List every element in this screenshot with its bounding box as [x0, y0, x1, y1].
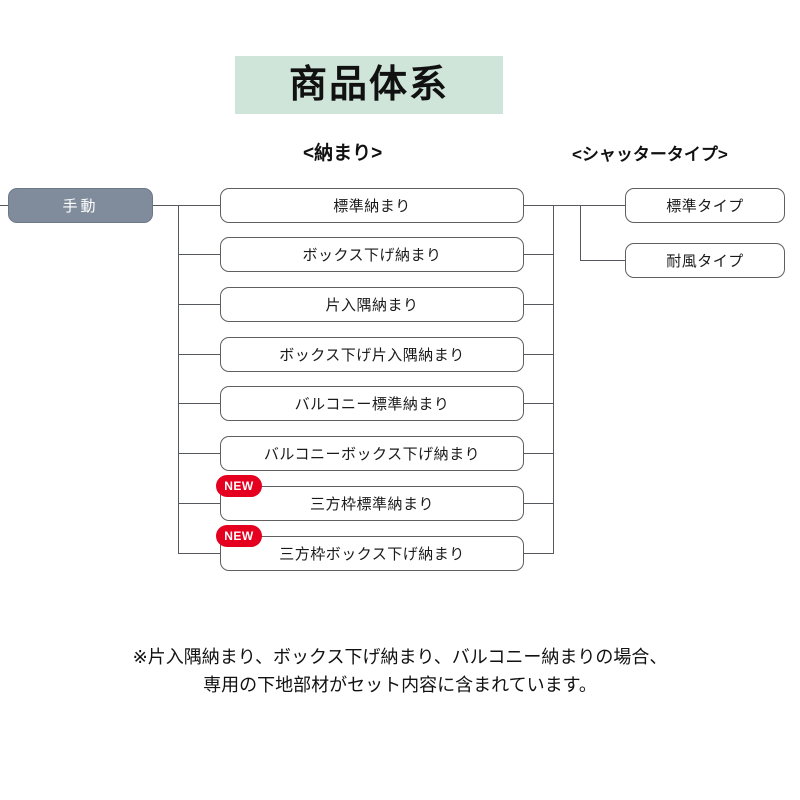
connector-shutter-trunk [580, 205, 581, 261]
node-shutter-1-label: 標準タイプ [666, 198, 744, 215]
node-osamari-1[interactable]: 標準納まり [220, 188, 524, 223]
node-osamari-6[interactable]: バルコニーボックス下げ納まり [220, 436, 524, 471]
node-osamari-8[interactable]: 三方枠ボックス下げ納まり [220, 536, 524, 571]
node-osamari-6-label: バルコニーボックス下げ納まり [263, 446, 481, 463]
connector-right-branch-1 [524, 205, 554, 206]
connector-right-branch-3 [524, 304, 554, 305]
footnote-line-1: ※片入隅納まり、ボックス下げ納まり、バルコニー納まりの場合、 [132, 647, 668, 667]
connector-right-branch-5 [524, 403, 554, 404]
node-osamari-2[interactable]: ボックス下げ納まり [220, 237, 524, 272]
connector-root-to-trunk [153, 205, 179, 206]
node-osamari-4[interactable]: ボックス下げ片入隅納まり [220, 337, 524, 372]
new-badge-osamari-8: NEW [216, 525, 262, 547]
node-osamari-7[interactable]: 三方枠標準納まり [220, 486, 524, 521]
root-node-label: 手動 [62, 198, 99, 215]
connector-left-branch-8 [178, 553, 220, 554]
node-shutter-2-label: 耐風タイプ [666, 253, 744, 270]
connector-left-branch-4 [178, 354, 220, 355]
connector-right-branch-8 [524, 553, 554, 554]
connector-left-trunk [178, 205, 179, 553]
new-badge-osamari-8-label: NEW [224, 529, 254, 543]
node-osamari-4-label: ボックス下げ片入隅納まり [279, 347, 465, 364]
node-osamari-5[interactable]: バルコニー標準納まり [220, 386, 524, 421]
node-osamari-3[interactable]: 片入隅納まり [220, 287, 524, 322]
node-osamari-5-label: バルコニー標準納まり [294, 396, 450, 413]
node-osamari-7-label: 三方枠標準納まり [309, 496, 434, 513]
root-node-manual[interactable]: 手動 [8, 188, 153, 223]
connector-shutter-branch-2 [580, 260, 625, 261]
connector-to-shutter-trunk [553, 205, 581, 206]
page-title-banner: 商品体系 [235, 56, 503, 114]
page-title: 商品体系 [288, 64, 449, 106]
node-osamari-1-label: 標準納まり [333, 198, 411, 215]
connector-left-branch-6 [178, 453, 220, 454]
connector-shutter-branch-1 [580, 205, 625, 206]
connector-right-branch-7 [524, 503, 554, 504]
new-badge-osamari-7-label: NEW [224, 479, 254, 493]
connector-right-branch-2 [524, 254, 554, 255]
connector-root-left-stub [0, 205, 8, 206]
node-osamari-8-label: 三方枠ボックス下げ納まり [279, 546, 465, 563]
connector-left-branch-5 [178, 403, 220, 404]
node-shutter-2[interactable]: 耐風タイプ [625, 243, 785, 278]
new-badge-osamari-7: NEW [216, 475, 262, 497]
connector-right-branch-6 [524, 453, 554, 454]
connector-left-branch-2 [178, 254, 220, 255]
connector-right-trunk [553, 205, 554, 553]
column-header-osamari: <納まり> [303, 143, 383, 164]
column-header-shutter: <シャッタータイプ> [572, 145, 728, 164]
connector-left-branch-7 [178, 503, 220, 504]
connector-left-branch-1 [178, 205, 220, 206]
connector-right-branch-4 [524, 354, 554, 355]
node-osamari-3-label: 片入隅納まり [325, 297, 419, 314]
node-osamari-2-label: ボックス下げ納まり [302, 247, 442, 264]
footnote-line-2: 専用の下地部材がセット内容に含まれています。 [203, 674, 597, 695]
node-shutter-1[interactable]: 標準タイプ [625, 188, 785, 223]
connector-left-branch-3 [178, 304, 220, 305]
footnote: ※片入隅納まり、ボックス下げ納まり、バルコニー納まりの場合、 専用の下地部材がセ… [0, 644, 800, 700]
